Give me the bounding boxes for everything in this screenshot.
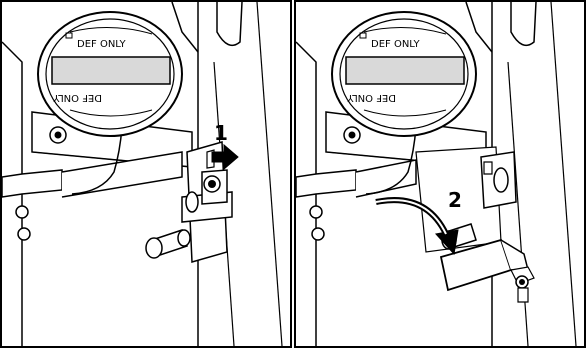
- cap-top-label: DEF ONLY: [371, 39, 421, 50]
- def-cap: DEF ONLY DEF ONLY: [38, 12, 182, 136]
- panel-step-2: DEF ONLY DEF ONLY: [294, 0, 586, 348]
- def-cap: DEF ONLY DEF ONLY: [332, 12, 476, 136]
- step-number-1: 1: [214, 121, 228, 145]
- step-2-drawing: DEF ONLY DEF ONLY: [296, 2, 584, 346]
- panel-step-1: DEF ONLY DEF ONLY: [0, 0, 292, 348]
- cap-bottom-label: DEF ONLY: [346, 92, 396, 103]
- cap-top-label: DEF ONLY: [77, 39, 127, 50]
- bolt-icon: [50, 127, 66, 143]
- bolt-icon: [344, 127, 360, 143]
- step-number-2: 2: [448, 188, 462, 212]
- cap-bottom-label: DEF ONLY: [52, 92, 102, 103]
- step-1-drawing: DEF ONLY DEF ONLY: [2, 2, 290, 346]
